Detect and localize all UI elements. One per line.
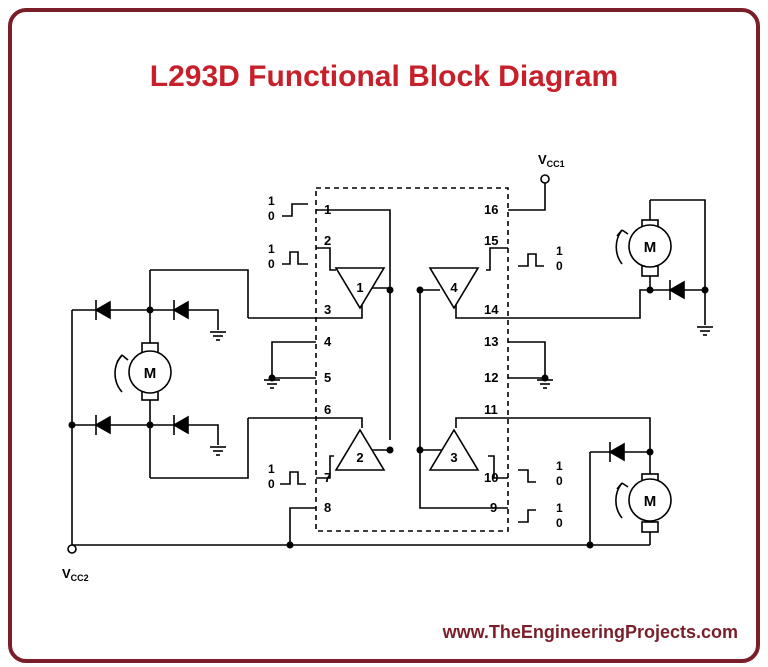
- pin-9-label: 9: [490, 500, 497, 515]
- logic-low-label: 0: [556, 474, 563, 488]
- diagram-frame: [8, 8, 760, 663]
- pin-7-label: 7: [324, 470, 331, 485]
- logic-high-label: 1: [556, 501, 563, 515]
- footer-url: www.TheEngineeringProjects.com: [442, 622, 738, 642]
- vcc2-label: VCC2: [62, 566, 89, 583]
- page-title: L293D Functional Block Diagram: [149, 60, 619, 93]
- logic-high-label: 1: [268, 194, 275, 208]
- diode-left-top-1: [94, 300, 111, 320]
- pin-12-label: 12: [484, 370, 498, 385]
- ic-package-outline: [315, 187, 509, 532]
- driver-2-label: 2: [356, 450, 363, 465]
- driver-4-triangle: [428, 267, 480, 310]
- ground-icon: [697, 326, 713, 336]
- vcc2-terminal: [67, 544, 77, 554]
- motor-label: M: [644, 493, 657, 510]
- motor-right-top: [615, 219, 672, 277]
- pin-4-label: 4: [324, 334, 332, 349]
- ground-icon: [210, 446, 226, 456]
- motor-label: M: [144, 365, 157, 382]
- logic-low-label: 0: [268, 209, 275, 223]
- pin-6-label: 6: [324, 402, 331, 417]
- logic-low-label: 0: [556, 516, 563, 530]
- logic-high-label: 1: [556, 459, 563, 473]
- motor-right-bottom: [615, 473, 672, 533]
- pin-14-label: 14: [484, 302, 499, 317]
- logic-low-label: 0: [268, 257, 275, 271]
- logic-low-label: 0: [556, 259, 563, 273]
- pin-3-label: 3: [324, 302, 331, 317]
- pin-16-label: 16: [484, 202, 498, 217]
- driver-3-label: 3: [450, 450, 457, 465]
- logic-high-label: 1: [268, 242, 275, 256]
- pin-2-label: 2: [324, 233, 331, 248]
- driver-1-label: 1: [356, 280, 363, 295]
- logic-low-label: 0: [268, 477, 275, 491]
- pin-8-label: 8: [324, 500, 331, 515]
- pin-10-label: 10: [484, 470, 498, 485]
- diode-left-bottom-2: [172, 415, 189, 435]
- pin-5-label: 5: [324, 370, 331, 385]
- diode-left-bottom-1: [94, 415, 111, 435]
- vcc1-terminal: [540, 174, 550, 184]
- motor-left: [114, 342, 172, 401]
- pin-11-label: 11: [484, 402, 498, 417]
- pin-1-label: 1: [324, 202, 331, 217]
- diode-right-bottom: [608, 442, 625, 462]
- logic-high-label: 1: [556, 244, 563, 258]
- ground-icon: [210, 331, 226, 341]
- logic-high-label: 1: [268, 462, 275, 476]
- motor-label: M: [644, 239, 657, 256]
- vcc1-label: VCC1: [538, 152, 565, 169]
- driver-4-label: 4: [450, 280, 458, 295]
- pin-15-label: 15: [484, 233, 498, 248]
- diode-left-top-2: [172, 300, 189, 320]
- pin-13-label: 13: [484, 334, 498, 349]
- diode-right-top: [668, 280, 685, 300]
